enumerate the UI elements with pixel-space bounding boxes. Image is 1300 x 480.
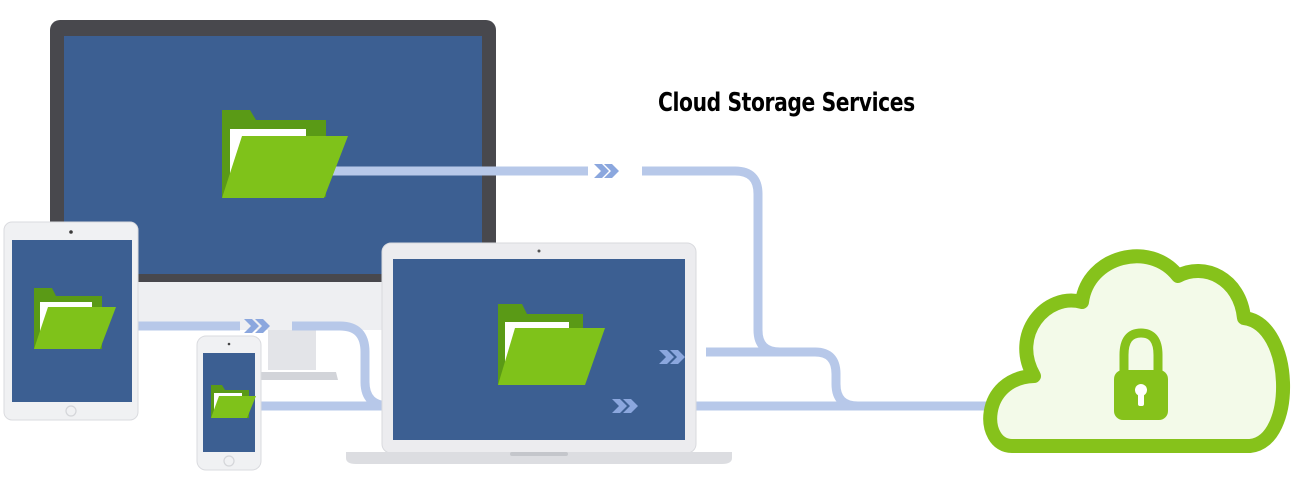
diagram-title: Cloud Storage Services [658,88,915,118]
phone-camera [227,342,231,346]
phone-home-button [223,455,235,467]
folder-icon-laptop [498,304,605,385]
desktop-stand-neck [268,330,316,370]
laptop-camera [537,249,541,253]
folder-icon-phone [211,385,256,418]
tablet-camera [69,230,73,234]
cloud-icon [983,249,1291,453]
tablet-home-button [65,405,77,417]
padlock-icon [1114,328,1168,420]
arrow-tablet [244,319,270,333]
arrow-desktop [594,164,619,178]
folder-icon-tablet [34,288,116,349]
desktop-stand-base [253,372,338,380]
double-chevron-arrow-icon [244,164,685,413]
connector-desktop-b [642,166,1000,411]
arrow-phone [612,399,638,413]
laptop-base [346,452,732,464]
arrow-laptop [659,350,685,364]
folder-icon-desktop [222,110,348,198]
laptop-notch [510,452,568,456]
